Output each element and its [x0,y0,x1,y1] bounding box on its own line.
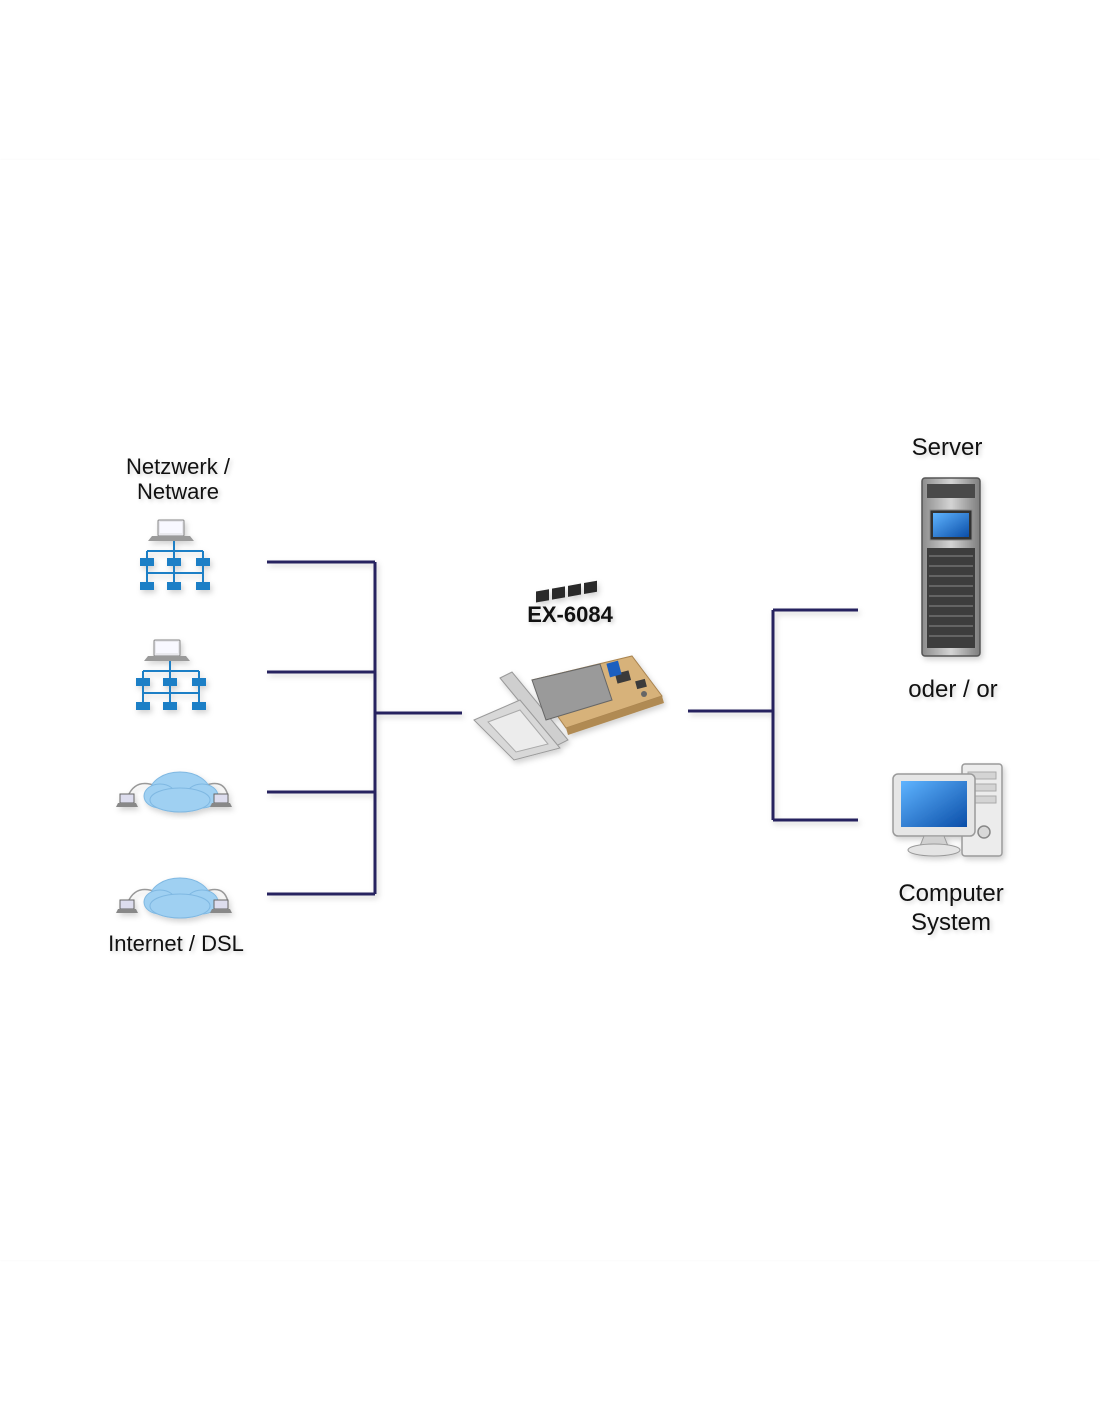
network-tree-icon [136,639,206,710]
internet-cloud-icon [116,877,232,919]
server-label: Server [911,434,983,461]
network-label-line-2: Netware [137,479,219,504]
right-connector-lines [688,608,858,822]
network-label-line-1: Netzwerk / [126,454,230,479]
card-model-label: EX-6084 [527,602,613,627]
internet-cloud-icon [116,771,232,813]
computer-label-line-1: Computer [898,880,1004,907]
or-label: oder / or [908,676,998,703]
internet-label: Internet / DSL [108,931,244,956]
pcie-network-card-icon [473,580,664,761]
left-connector-lines [267,560,462,896]
server-rack-icon [921,477,981,657]
network-tree-icon [140,519,210,590]
computer-label-line-2: System [910,909,991,936]
desktop-computer-icon [892,763,1003,857]
